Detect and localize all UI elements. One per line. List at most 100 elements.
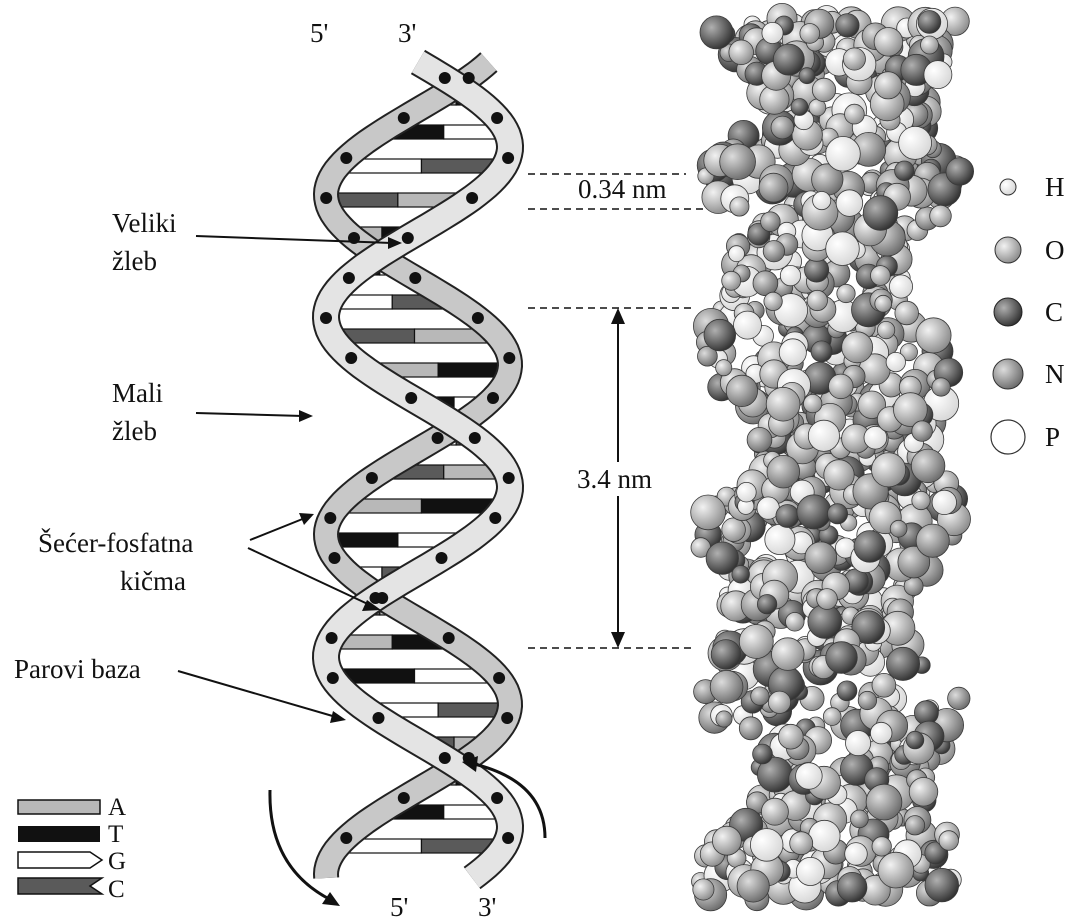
atom-sphere xyxy=(800,24,820,44)
phosphate-dot xyxy=(376,592,388,604)
atom-sphere xyxy=(753,744,773,764)
phosphate-dot xyxy=(320,192,332,204)
legend-label-a: A xyxy=(108,794,126,821)
atom-label-h: H xyxy=(1045,172,1065,202)
atom-sphere xyxy=(946,158,974,186)
phosphate-dot xyxy=(491,112,503,124)
atom-n-swatch xyxy=(993,359,1023,389)
atom-sphere xyxy=(854,531,886,563)
atom-sphere xyxy=(766,387,800,421)
arrowhead-up-icon xyxy=(611,308,625,324)
atom-sphere xyxy=(905,816,924,835)
phosphate-dot xyxy=(343,272,355,284)
atom-sphere xyxy=(948,687,970,709)
atom-sphere xyxy=(762,22,783,43)
phosphate-dot xyxy=(463,72,475,84)
atom-sphere xyxy=(764,292,782,310)
arrowhead-down-icon xyxy=(611,632,625,648)
atom-sphere xyxy=(737,482,757,502)
atom-label-n: N xyxy=(1045,359,1065,389)
phosphate-dot xyxy=(491,792,503,804)
atom-sphere xyxy=(921,36,939,54)
measurement-pitch: 3.4 nm xyxy=(577,464,652,494)
atom-sphere xyxy=(729,40,754,65)
atom-sphere xyxy=(811,341,832,362)
phosphate-dot xyxy=(493,672,505,684)
atom-sphere xyxy=(716,711,732,727)
atom-sphere xyxy=(851,810,869,828)
legend-label-g: G xyxy=(108,848,126,875)
atom-sphere xyxy=(808,420,839,451)
phosphate-dot xyxy=(409,272,421,284)
atom-sphere xyxy=(768,691,790,713)
atom-sphere xyxy=(845,843,868,866)
legend-item-t: T xyxy=(18,821,123,848)
atom-sphere xyxy=(722,518,746,542)
atom-sphere xyxy=(909,778,938,807)
atom-sphere xyxy=(796,763,823,790)
atom-sphere xyxy=(776,505,799,528)
atom-sphere xyxy=(895,301,919,325)
atom-legend: H O C N P xyxy=(991,172,1065,454)
double-helix-ribbon xyxy=(320,62,515,878)
atom-sphere xyxy=(932,490,956,514)
atom-sphere xyxy=(716,360,732,376)
atom-sphere xyxy=(791,99,808,116)
atom-sphere xyxy=(872,837,891,856)
atom-sphere xyxy=(761,212,781,232)
atom-sphere xyxy=(739,717,762,740)
label-minor-groove-line1: Mali xyxy=(112,378,163,408)
atom-c-swatch xyxy=(994,298,1022,326)
atom-sphere xyxy=(837,872,867,902)
phosphate-dot xyxy=(329,552,341,564)
atom-sphere xyxy=(823,708,841,726)
strand-end-bottom-left: 5' xyxy=(390,892,408,922)
atom-label-o: O xyxy=(1045,235,1065,265)
atom-sphere xyxy=(726,375,757,406)
atom-sphere xyxy=(729,246,745,262)
atom-sphere xyxy=(858,691,876,709)
atom-sphere xyxy=(812,78,835,101)
atom-sphere xyxy=(773,44,804,75)
phosphate-dot xyxy=(439,72,451,84)
atom-sphere xyxy=(809,820,840,851)
atom-sphere xyxy=(877,321,894,338)
label-minor-groove-line2: žleb xyxy=(112,416,157,446)
atom-sphere xyxy=(780,265,800,285)
measurement-lines xyxy=(528,174,718,648)
phosphate-dot xyxy=(366,472,378,484)
phosphate-dot xyxy=(398,792,410,804)
atom-sphere xyxy=(837,284,855,302)
atom-sphere xyxy=(750,829,783,862)
phosphate-dot xyxy=(324,512,336,524)
atom-sphere xyxy=(807,290,827,310)
atom-sphere xyxy=(790,832,813,855)
atom-p-swatch xyxy=(991,420,1025,454)
legend-label-t: T xyxy=(108,821,123,848)
phosphate-dot xyxy=(501,712,513,724)
atom-sphere xyxy=(720,144,756,180)
atom-sphere xyxy=(912,491,930,509)
arrowhead-left-icon xyxy=(322,892,340,906)
phosphate-dot xyxy=(489,512,501,524)
atom-sphere xyxy=(765,524,795,554)
atom-sphere xyxy=(691,495,726,530)
atom-sphere xyxy=(796,857,824,885)
atom-sphere xyxy=(899,126,932,159)
atom-sphere xyxy=(739,625,773,659)
atom-sphere xyxy=(890,520,907,537)
legend-label-c: C xyxy=(108,876,125,903)
atom-sphere xyxy=(711,640,741,670)
phosphate-dot xyxy=(402,232,414,244)
label-backbone-line2: kičma xyxy=(120,566,186,596)
atom-sphere xyxy=(875,295,892,312)
phosphate-dot xyxy=(405,392,417,404)
strand-end-bottom-right: 3' xyxy=(478,892,496,922)
phosphate-dot xyxy=(398,112,410,124)
legend-item-c: C xyxy=(18,876,125,903)
atom-sphere xyxy=(827,504,847,524)
atom-sphere xyxy=(924,61,952,89)
atom-sphere xyxy=(911,449,945,483)
phosphate-dot xyxy=(466,192,478,204)
atom-sphere xyxy=(874,28,903,57)
